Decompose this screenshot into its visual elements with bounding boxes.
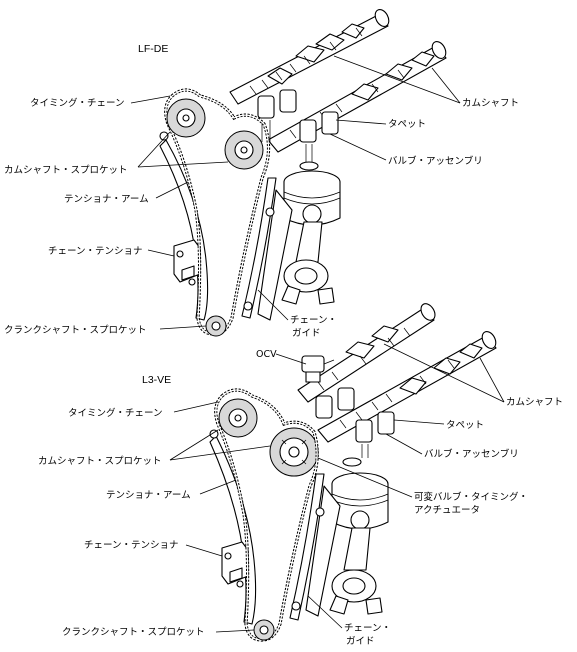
- l3-ve-chain-tensioner: [221, 541, 249, 588]
- lf-de-label-tensioner-arm: テンショナ・アーム: [64, 194, 149, 205]
- l3-ve-camshaft-rear: [297, 303, 436, 403]
- l3-ve-label-tappet: タペット: [446, 420, 484, 431]
- lf-de-diagram: LF-DE: [4, 9, 519, 339]
- lf-de-crank-sprocket: [205, 315, 227, 337]
- lf-de-chain-tensioner: [173, 239, 201, 286]
- lf-de-label-timing-chain: タイミング・チェーン: [30, 97, 125, 109]
- l3-ve-label-valve-assembly: バルブ・アッセンブリ: [424, 448, 519, 460]
- lf-de-cam-sprocket-1: [166, 98, 206, 138]
- l3-ve-ocv: [301, 355, 335, 383]
- l3-ve-label-camshaft: カムシャフト: [506, 397, 563, 408]
- l3-ve-vvt-actuator: [269, 427, 319, 477]
- lf-de-chain-guide: [241, 177, 293, 321]
- l3-ve-label-chain-guide-1: チェーン・: [344, 623, 391, 634]
- lf-de-label-chain-guide-1: チェーン・: [290, 315, 337, 326]
- l3-ve-label-chain-tensioner: チェーン・テンショナ: [84, 540, 179, 551]
- lf-de-valve-assemblies: [257, 89, 339, 171]
- lf-de-label-chain-tensioner: チェーン・テンショナ: [48, 246, 143, 257]
- lf-de-tensioner-arm: [159, 131, 209, 321]
- l3-ve-label-ocv: OCV: [256, 349, 277, 360]
- l3-ve-model-label: L3-VE: [142, 374, 171, 386]
- l3-ve-label-camshaft-sprocket: カムシャフト・スプロケット: [38, 456, 162, 467]
- l3-ve-valve-assemblies: [315, 387, 395, 467]
- l3-ve-label-tensioner-arm: テンショナ・アーム: [106, 490, 191, 501]
- l3-ve-camshaft-front: [317, 331, 497, 443]
- l3-ve-label-vvt-line2: アクチュエータ: [414, 505, 480, 516]
- lf-de-cam-sprocket-2: [224, 130, 264, 170]
- lf-de-label-camshaft: カムシャフト: [462, 98, 519, 109]
- lf-de-label-tappet: タペット: [388, 119, 426, 130]
- l3-ve-cam-sprocket: [218, 398, 258, 438]
- lf-de-model-label: LF-DE: [138, 43, 168, 55]
- l3-ve-chain-guide: [289, 473, 341, 621]
- l3-ve-label-timing-chain: タイミング・チェーン: [68, 407, 163, 419]
- l3-ve-label-chain-guide-2: ガイド: [346, 636, 375, 647]
- l3-ve-piston: [329, 472, 389, 615]
- lf-de-label-chain-guide-2: ガイド: [292, 328, 321, 339]
- l3-ve-label-vvt-line1: 可変バルブ・タイミング・: [414, 491, 528, 503]
- l3-ve-label-crankshaft-sprocket: クランクシャフト・スプロケット: [62, 627, 205, 638]
- l3-ve-crank-sprocket: [253, 619, 275, 641]
- lf-de-piston: [281, 170, 341, 305]
- lf-de-label-crankshaft-sprocket: クランクシャフト・スプロケット: [4, 325, 147, 336]
- l3-ve-diagram: L3-VE: [38, 303, 563, 647]
- lf-de-camshaft-rear: [229, 9, 390, 105]
- lf-de-label-camshaft-sprocket: カムシャフト・スプロケット: [4, 165, 128, 176]
- lf-de-label-valve-assembly: バルブ・アッセンブリ: [388, 155, 483, 167]
